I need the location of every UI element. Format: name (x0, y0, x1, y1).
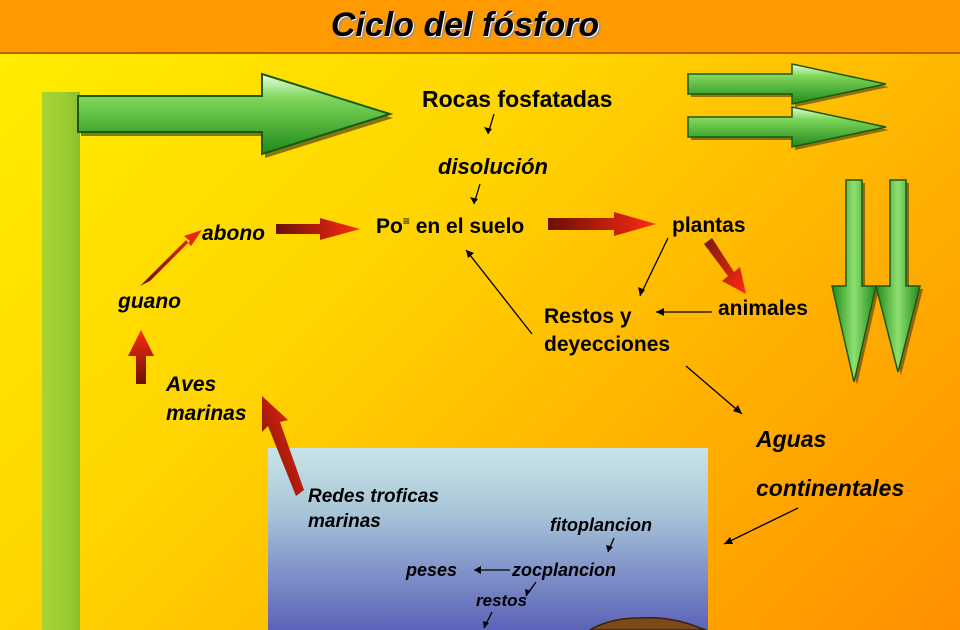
label-restos: restos (476, 591, 528, 610)
green-arrow-top-right-1 (687, 63, 889, 107)
arrow-restos-po4 (465, 249, 533, 335)
label-aguas-line1: Aguas (756, 426, 827, 452)
label-guano: guano (118, 290, 181, 313)
label-plantas: plantas (672, 214, 746, 237)
green-arrow-down-1 (831, 179, 879, 385)
red-arrow-guano-to-abono (140, 230, 202, 286)
arrow-restos-aguas (685, 365, 743, 415)
arrow-plantas-restos (639, 237, 669, 297)
red-arrow-plantas-to-animales (704, 238, 746, 294)
red-arrow-suelo-to-plantas (548, 212, 656, 236)
label-animales: animales (718, 297, 808, 320)
po4-superscript: ≡ (402, 214, 410, 228)
green-arrow-down-2 (875, 179, 923, 375)
title-bar (0, 0, 960, 54)
label-po4-suelo: Po≡ en el suelo (376, 214, 524, 239)
sea-panel (268, 448, 708, 630)
arrow-aguas-sea (723, 507, 799, 545)
po4-prefix: Po (376, 215, 403, 238)
red-arrow-aves-to-guano (128, 330, 154, 384)
thin-arrows (465, 113, 799, 629)
label-zocplancion: zocplancion (512, 560, 617, 580)
label-fitoplancion: fitoplancion (550, 515, 652, 535)
seafloor-rock (588, 616, 707, 630)
label-abono: abono (202, 222, 265, 245)
red-arrow-redes-to-aves (262, 396, 304, 496)
red-arrow-abono-to-suelo (276, 218, 360, 240)
label-restos-line1: Restos y (544, 305, 632, 328)
label-rocas: Rocas fosfatadas (422, 86, 613, 112)
green-side-bar (42, 92, 80, 630)
label-redes-line1: Redes troficas (308, 486, 439, 507)
po4-suffix: en el suelo (409, 215, 525, 238)
label-disolucion: disolución (438, 154, 548, 179)
green-arrow-top-right-2 (687, 106, 889, 150)
label-redes-line2: marinas (308, 511, 381, 532)
label-restos-line2: deyecciones (544, 333, 671, 356)
label-aves-line2: marinas (166, 402, 247, 425)
label-peses: peses (406, 560, 458, 580)
label-aves-line1: Aves (166, 373, 217, 396)
label-aguas-line2: continentales (756, 475, 905, 501)
green-arrow-large (77, 72, 394, 158)
page-title: Ciclo del fósforo (330, 6, 600, 44)
